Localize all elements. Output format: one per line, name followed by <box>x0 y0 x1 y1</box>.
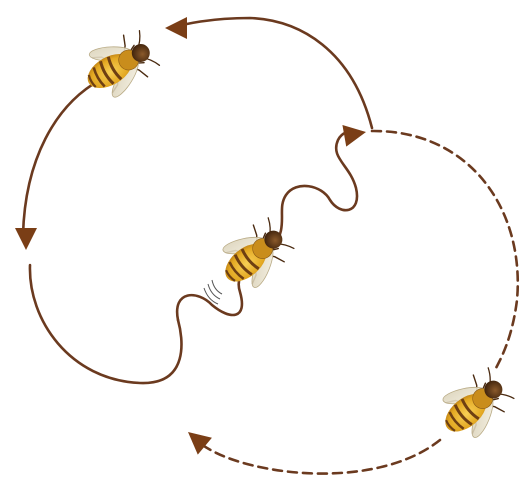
return-loop-top-left <box>170 18 372 128</box>
return-loop-left <box>23 80 100 235</box>
return-loop-bottom-left <box>30 265 182 383</box>
arrowhead-icon <box>165 17 187 39</box>
bee-icon <box>208 210 301 302</box>
return-loop-bottom-dashed <box>196 440 440 474</box>
waggle-run-path <box>177 132 357 320</box>
return-loop-right-dashed <box>372 131 518 370</box>
bee-icon <box>74 22 165 110</box>
bee-icon <box>428 360 521 452</box>
arrowhead-icon <box>342 121 367 146</box>
arrowhead-icon <box>15 228 37 250</box>
arrowhead-icon <box>181 424 212 455</box>
